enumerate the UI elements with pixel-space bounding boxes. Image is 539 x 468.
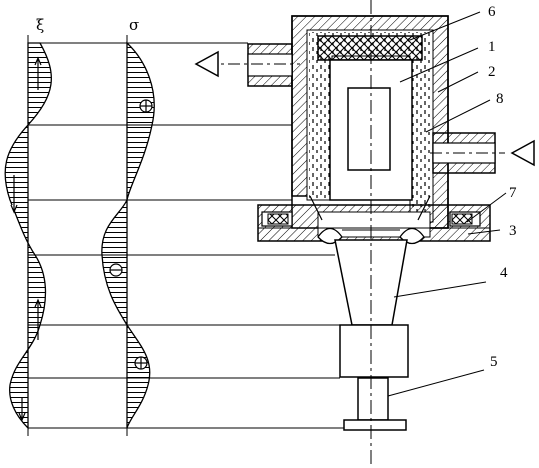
leader-lines xyxy=(387,11,507,397)
label-1: 1 xyxy=(488,39,496,55)
label-6: 6 xyxy=(488,4,496,20)
label-5: 5 xyxy=(490,354,498,370)
flange-3 xyxy=(257,195,491,245)
sigma-label: σ xyxy=(129,16,139,34)
label-2: 2 xyxy=(488,64,496,80)
layer-lines xyxy=(28,42,345,429)
support-5 xyxy=(343,377,407,431)
right-pipe xyxy=(430,132,535,174)
sigma-signs xyxy=(109,99,153,370)
sigma-waveform xyxy=(101,41,155,429)
transducer-block xyxy=(339,324,409,378)
sample xyxy=(347,87,391,171)
xi-waveform xyxy=(4,42,52,430)
xi-label: ξ xyxy=(36,16,44,34)
label-3: 3 xyxy=(509,223,517,239)
top-block-6 xyxy=(317,35,423,61)
left-pipe xyxy=(194,43,300,87)
label-4: 4 xyxy=(500,265,508,281)
label-7: 7 xyxy=(509,185,517,201)
xi-arrows xyxy=(10,56,42,422)
label-8: 8 xyxy=(496,91,504,107)
